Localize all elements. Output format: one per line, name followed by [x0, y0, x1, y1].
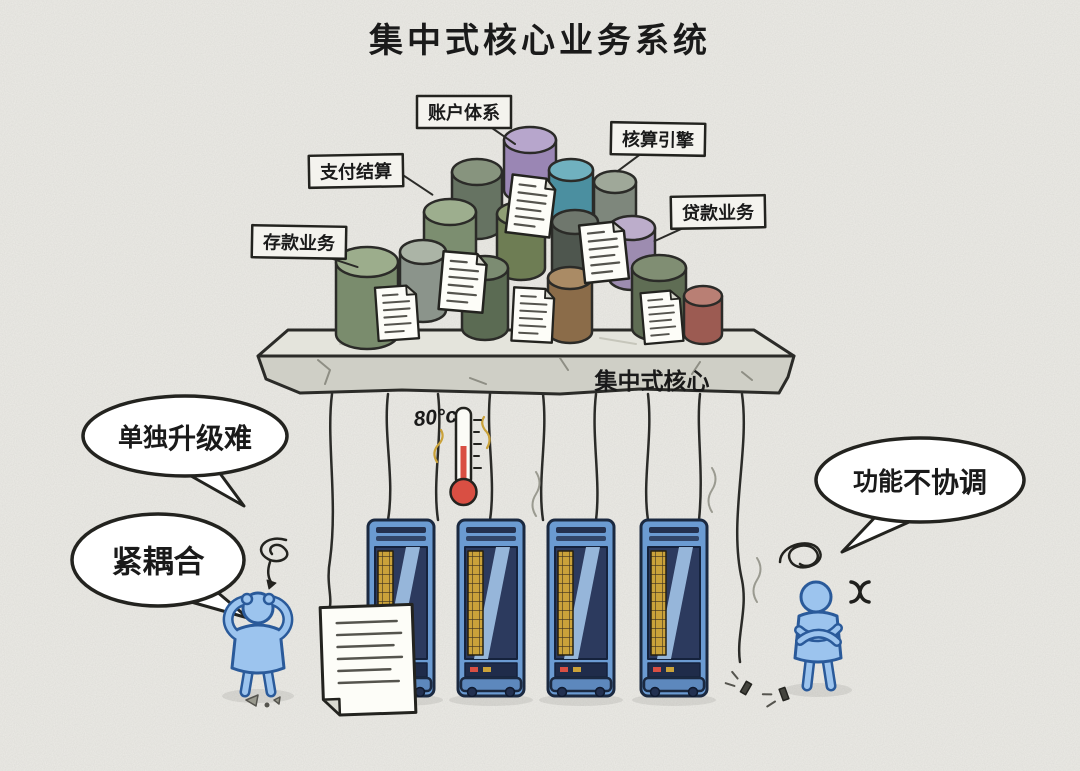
label-connector	[402, 174, 434, 196]
body	[230, 623, 286, 675]
temperature-reading: 80°c	[413, 404, 459, 431]
heat-wisps	[531, 467, 762, 603]
anger-mark-icon	[849, 580, 871, 604]
frustrated-person-left	[222, 591, 294, 703]
thermometer-mercury	[460, 446, 467, 486]
platform-front-face	[256, 354, 796, 396]
document-icon	[510, 286, 556, 344]
contract-document-icon	[318, 602, 418, 717]
svg-text:存款业务: 存款业务	[263, 231, 336, 253]
module-label-payment: 支付结算	[307, 152, 434, 196]
svg-text:账户体系: 账户体系	[428, 102, 500, 123]
module-labels: 支付结算 账户体系 核算引擎 贷款业务 存款业务	[250, 94, 767, 269]
heat-spark-icon	[433, 428, 444, 464]
document-icon	[577, 219, 631, 285]
database-cylinder	[546, 265, 594, 345]
smoke-wisp-icon	[707, 467, 717, 513]
thermometer-ticks	[473, 419, 482, 469]
bubble-body	[70, 512, 246, 608]
label-connector	[491, 127, 516, 145]
page-title: 集中式核心业务系统	[368, 22, 711, 60]
wire	[434, 392, 441, 522]
wire	[736, 392, 746, 664]
heat-spark-icon	[481, 415, 491, 450]
smoke-wisp-icon	[752, 557, 762, 603]
wire	[327, 392, 335, 608]
legs	[804, 657, 834, 689]
label-connector	[616, 153, 641, 173]
document-icon	[437, 249, 489, 315]
hand	[262, 592, 276, 606]
hand	[240, 592, 254, 606]
smoke-wisp-icon	[531, 471, 541, 517]
module-label-account: 账户体系	[415, 94, 516, 145]
annoyed-person-right	[784, 580, 871, 697]
module-label-deposit: 存款业务	[250, 223, 359, 269]
document-icon	[639, 288, 685, 346]
falling-screw-icon	[724, 670, 753, 696]
speech-bubble-upgrade: 单独升级难	[81, 394, 289, 508]
wire	[697, 392, 702, 522]
wire	[539, 392, 546, 522]
arm	[797, 631, 840, 645]
connection-wires	[327, 392, 746, 664]
bubble-text: 紧耦合	[112, 545, 205, 580]
wire	[385, 392, 392, 522]
bubble-body	[814, 436, 1026, 524]
wire	[593, 392, 599, 522]
svg-text:核算引擎: 核算引擎	[622, 128, 694, 150]
shadow	[784, 683, 852, 697]
module-label-loan: 贷款业务	[653, 193, 767, 243]
svg-text:支付结算: 支付结算	[319, 160, 392, 182]
module-label-ledger: 核算引擎	[609, 120, 707, 173]
thermometer-bulb	[449, 477, 478, 507]
bubble-text: 单独升级难	[118, 423, 252, 454]
document-icon	[373, 283, 421, 343]
platform-label: 集中式核心	[594, 368, 710, 394]
server-tower	[639, 518, 709, 698]
speech-bubble-coupling: 紧耦合	[70, 512, 250, 620]
server-tower	[546, 518, 616, 698]
wire	[487, 392, 494, 522]
head	[799, 580, 833, 614]
debris-left	[245, 694, 281, 708]
thermometer: 80°c	[413, 404, 491, 507]
speech-bubble-coordination: 功能不协调	[814, 436, 1026, 554]
bubble-text: 功能不协调	[853, 467, 987, 498]
scribble-doodle	[778, 542, 822, 569]
database-cylinder	[682, 284, 724, 346]
platform-cracks	[317, 357, 753, 385]
label-connector	[330, 257, 359, 269]
spiral-doodle	[260, 537, 289, 590]
server-tower	[456, 518, 526, 698]
bubble-body	[81, 394, 289, 478]
svg-text:贷款业务: 贷款业务	[682, 201, 755, 223]
falling-screw-icon	[761, 686, 790, 708]
wire	[644, 392, 651, 522]
document-icon	[504, 173, 558, 239]
